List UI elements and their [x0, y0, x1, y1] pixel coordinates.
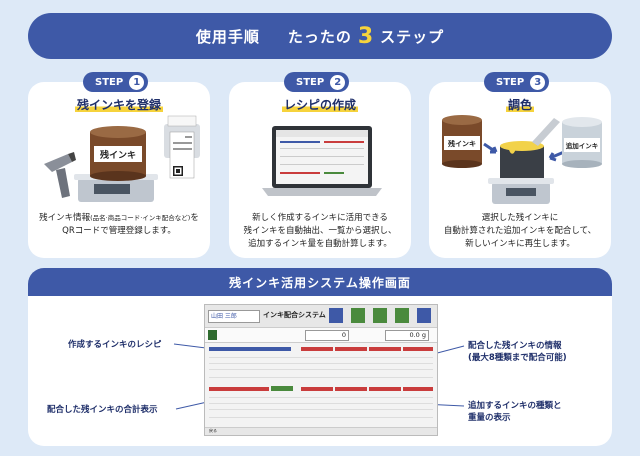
qr-icon[interactable] [208, 330, 217, 340]
nav-button-2[interactable] [351, 308, 365, 323]
qty-field[interactable]: 0 [305, 330, 349, 341]
user-name-field: 山田 三郎 [208, 310, 260, 323]
header-number: 3 [357, 23, 375, 49]
laptop-icon [262, 126, 382, 196]
step3-title: 調色 [505, 98, 534, 112]
left-ink-can-icon [442, 115, 482, 168]
header-banner: 使用手順 たったの 3 ステップ [28, 13, 612, 59]
col-header-8 [403, 387, 433, 391]
nav-button-3[interactable] [373, 308, 387, 323]
system-title: 残インキ活用システム操作画面 [28, 268, 612, 296]
recipe-header [209, 347, 291, 351]
step1-title: 残インキを登録 [74, 98, 163, 112]
col-header-5 [301, 387, 333, 391]
nav-button-4[interactable] [395, 308, 409, 323]
header-suffix: ステップ [380, 27, 445, 46]
add-header [271, 386, 293, 391]
can-label: 残インキ [100, 149, 136, 161]
step3-illustration: 残インキ 追加インキ [442, 115, 602, 204]
header-prefix: 使用手順 [195, 27, 260, 46]
weight-field[interactable]: 0.0 g [385, 330, 429, 341]
col-header-7 [369, 387, 401, 391]
step1-desc: 残インキ情報(品名·商品コード·インキ配合など)を QRコードで管理登録します。 [39, 213, 199, 236]
step1-illustration: 残インキ [44, 115, 200, 202]
arrow-right-icon [483, 142, 498, 154]
col-header-4 [403, 347, 433, 351]
step2-desc: 新しく作成するインキに活用できる 残インキを自動抽出、一覧から選択し、 追加する… [243, 213, 397, 249]
right-ink-can-icon [562, 117, 602, 168]
total-header [209, 387, 269, 391]
screen-footer: 戻る [205, 427, 437, 435]
system-screen: 山田 三郎 インキ配合システム 0 0.0 g 戻る [204, 304, 438, 436]
barcode-scanner-icon [44, 152, 76, 198]
screen-title: インキ配合システム [263, 311, 326, 319]
nav-button-1[interactable] [329, 308, 343, 323]
step3-desc: 選択した残インキに 自動計算された追加インキを配合して、 新しいインキに再生しま… [443, 213, 597, 249]
ink-can-icon [90, 126, 146, 181]
screen-inputbar: 0 0.0 g [205, 328, 437, 343]
screen-topbar: 山田 三郎 インキ配合システム [205, 305, 437, 328]
right-can-label: 追加インキ [566, 141, 599, 150]
label-add: 追加するインキの種類と重量の表示 [468, 401, 562, 423]
scale-with-bucket-icon [488, 118, 560, 204]
left-can-label: 残インキ [448, 139, 476, 148]
header-middle: たったの [287, 27, 352, 46]
back-button[interactable]: 戻る [209, 428, 217, 433]
label-total: 配合した残インキの合計表示 [47, 405, 158, 415]
label-printer-icon [164, 115, 200, 179]
nav-button-5[interactable] [417, 308, 431, 323]
col-header-1 [301, 347, 333, 351]
step2-title: レシピの作成 [281, 98, 358, 112]
col-header-6 [335, 387, 367, 391]
arrow-left-icon [548, 150, 565, 162]
label-info: 配合した残インキの情報(最大8種類まで配合可能) [468, 341, 567, 363]
label-recipe: 作成するインキのレシピ [68, 340, 162, 350]
col-header-3 [369, 347, 401, 351]
col-header-2 [335, 347, 367, 351]
